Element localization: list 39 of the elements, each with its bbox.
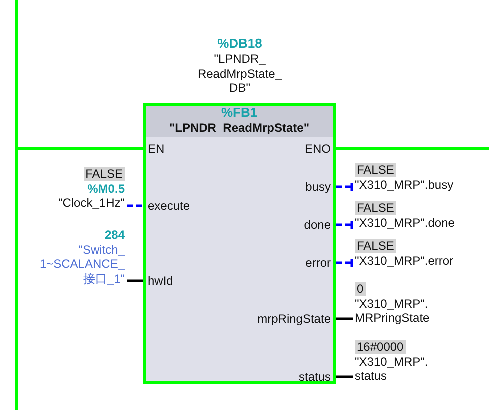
pin-label: EN xyxy=(148,141,165,157)
tag-label: "X310_MRP". MRPringState xyxy=(355,296,430,325)
tag-label: "X310_MRP".done xyxy=(355,216,455,230)
tag-label: "X310_MRP".error xyxy=(355,254,454,268)
dashed-connector xyxy=(336,182,354,192)
dashed-connector xyxy=(336,258,354,268)
value-label: FALSE xyxy=(355,163,396,177)
value-label: FALSE xyxy=(84,167,125,181)
value-label: 0 xyxy=(355,282,366,296)
value-label: 284 xyxy=(104,228,125,242)
block-number: %FB1 xyxy=(220,106,259,120)
tag-label: "X310_MRP".busy xyxy=(355,178,454,192)
value-label: FALSE xyxy=(355,239,396,253)
tag-label: "Clock_1Hz" xyxy=(58,196,125,210)
connector-line xyxy=(127,280,143,282)
pin-label: ENO xyxy=(304,141,331,157)
tag-label: "X310_MRP". status xyxy=(355,354,428,383)
dashed-connector xyxy=(127,204,143,208)
connector-line xyxy=(336,318,353,320)
instance-address: %DB18 xyxy=(216,37,264,52)
pin-label: mrpRingState xyxy=(258,311,331,327)
pin-label: execute xyxy=(148,198,190,214)
pin-label: done xyxy=(304,217,331,233)
connector-line xyxy=(18,148,143,150)
pin-label: hwId xyxy=(148,273,174,289)
instance-name: "LPNDR_ ReadMrpState_ DB" xyxy=(196,52,284,96)
address-label: %M0.5 xyxy=(88,182,125,196)
power-rail xyxy=(15,0,18,410)
connector-line xyxy=(336,376,353,378)
value-label: FALSE xyxy=(355,201,396,215)
pin-label: error xyxy=(306,255,331,271)
tag-label: "Switch_ 1~SCALANCE_ 接口_1" xyxy=(38,242,125,286)
pin-label: busy xyxy=(306,179,331,195)
connector-line xyxy=(336,148,489,150)
dashed-connector xyxy=(336,220,354,230)
value-label: 16#0000 xyxy=(355,340,406,354)
block-name: "LPNDR_ReadMrpState" xyxy=(168,121,311,136)
function-block xyxy=(143,103,336,384)
pin-label: status xyxy=(298,369,331,385)
